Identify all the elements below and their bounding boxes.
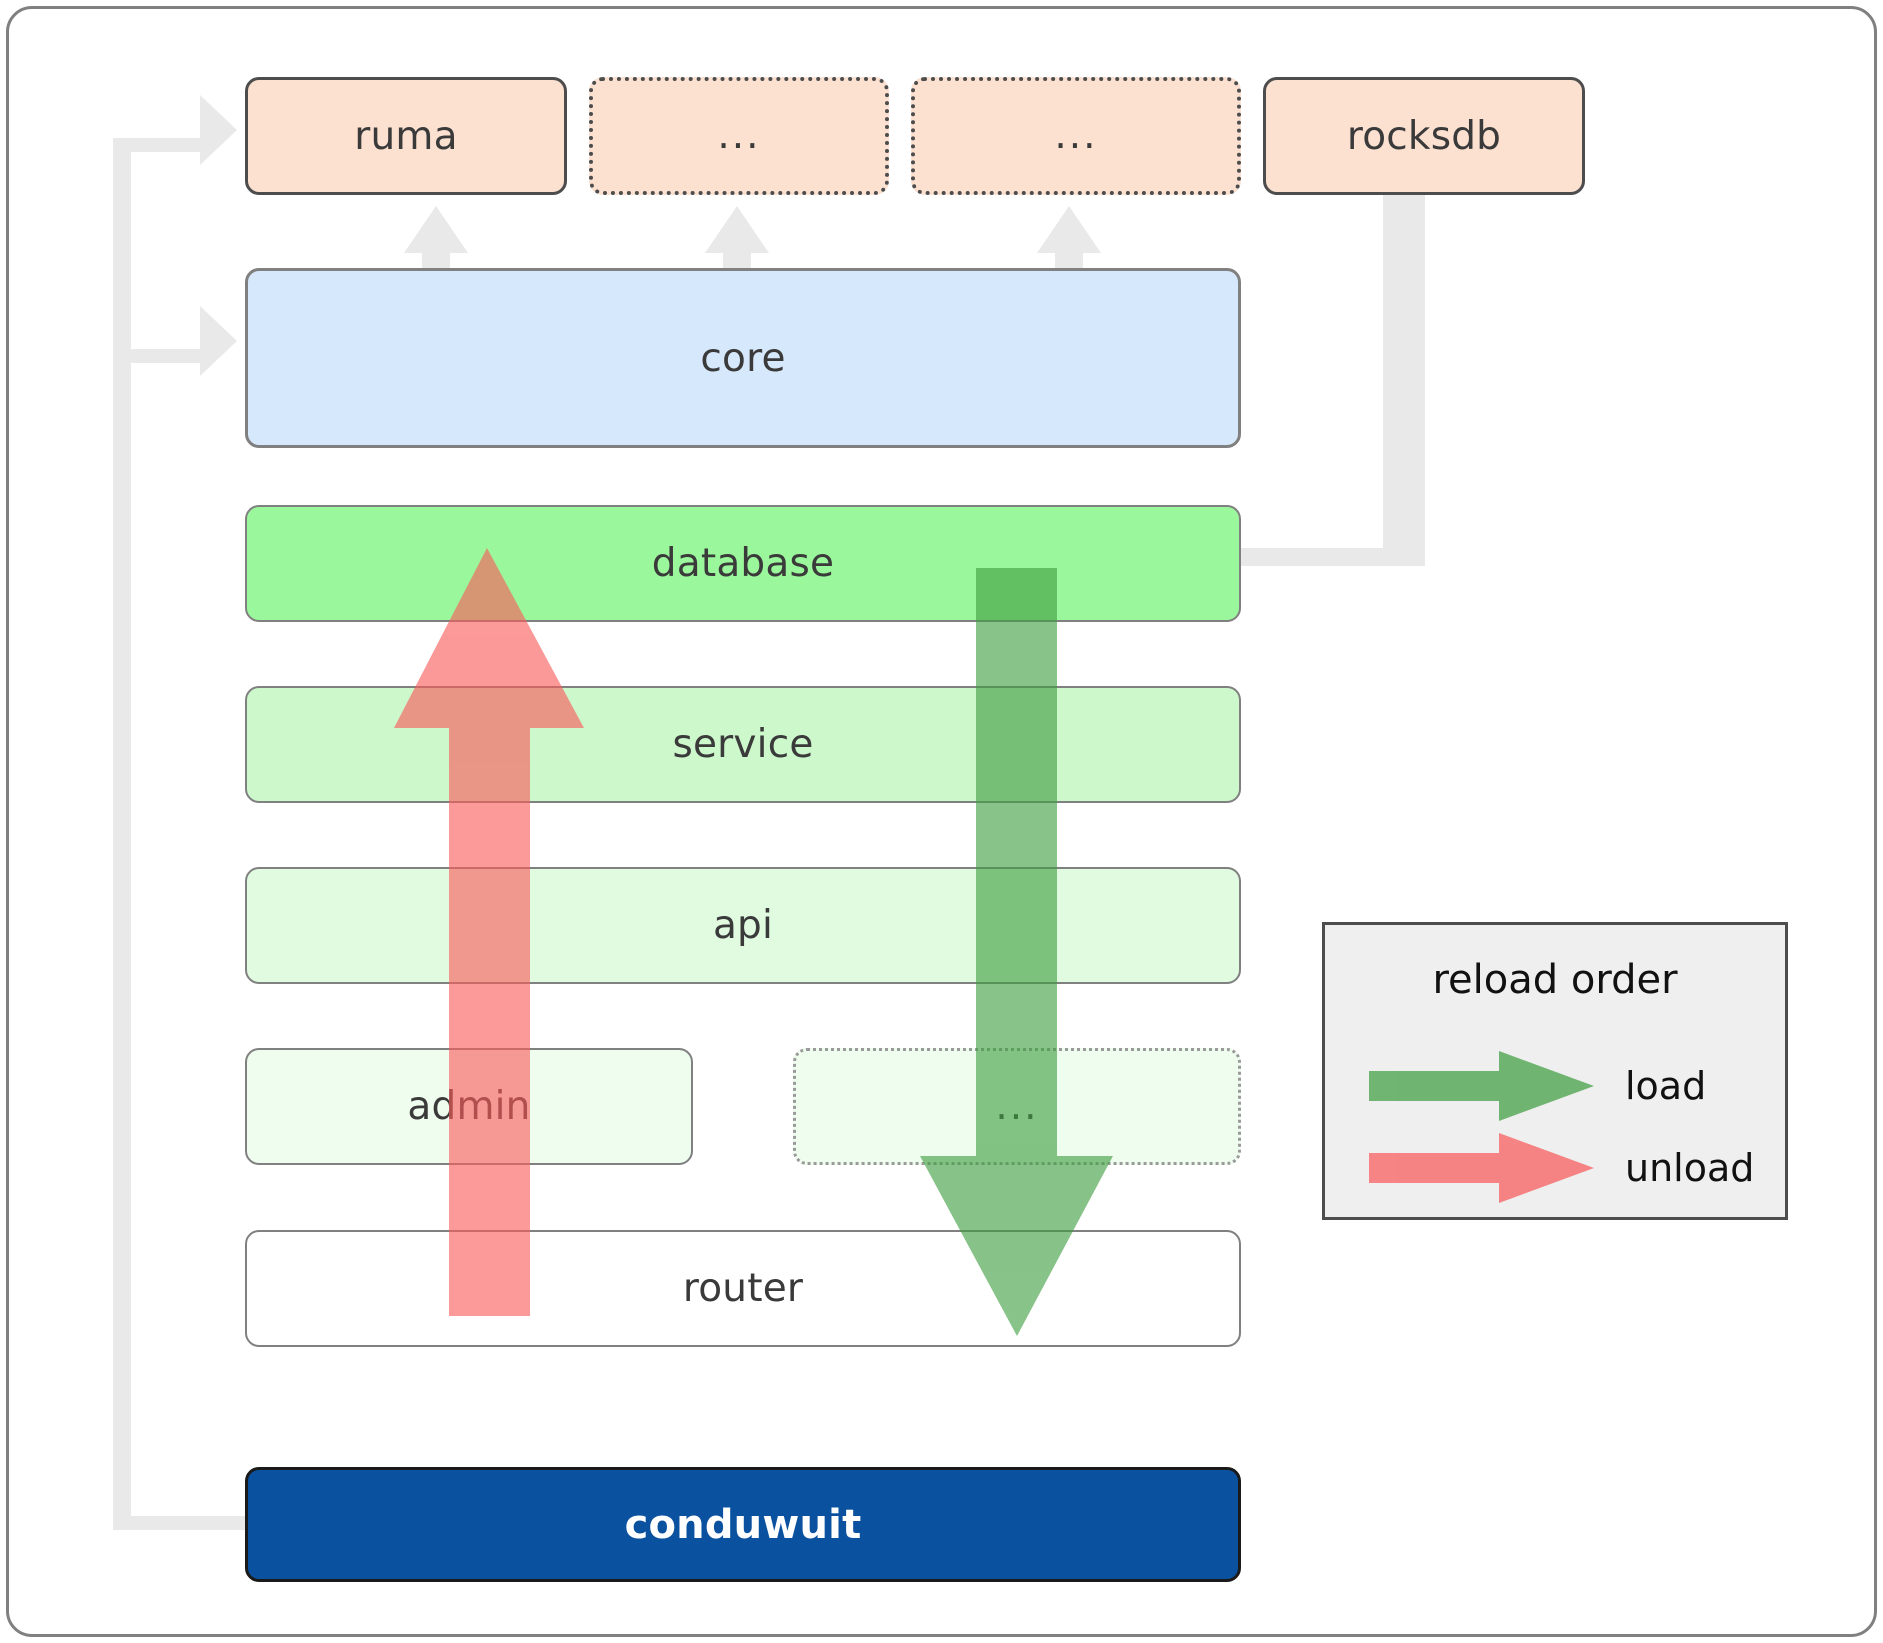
conduwuit-box[interactable]: conduwuit: [245, 1467, 1241, 1582]
legend-row-unload: unload: [1325, 1125, 1785, 1211]
legend-panel: reload order load unload: [1322, 922, 1788, 1220]
stack-box-api[interactable]: api: [245, 867, 1241, 984]
stack-label-service: service: [672, 722, 814, 767]
dependency-label-ruma: ruma: [354, 113, 458, 159]
dependency-box-ellipsis-2[interactable]: ...: [911, 77, 1241, 195]
legend-label-unload: unload: [1625, 1146, 1755, 1190]
stack-label-api: api: [712, 903, 774, 948]
conduwuit-label: conduwuit: [624, 1501, 862, 1548]
load-legend-icon: [1369, 1051, 1594, 1121]
dependency-box-ellipsis-1[interactable]: ...: [589, 77, 889, 195]
stack-label-database: database: [651, 541, 835, 586]
dependency-box-ruma[interactable]: ruma: [245, 77, 567, 195]
unload-legend-icon: [1369, 1133, 1594, 1203]
stack-label-router: router: [682, 1266, 804, 1311]
legend-row-load: load: [1325, 1043, 1785, 1129]
dependency-box-rocksdb[interactable]: rocksdb: [1263, 77, 1585, 195]
legend-label-load: load: [1625, 1064, 1707, 1108]
dependency-label-rocksdb: rocksdb: [1346, 113, 1502, 159]
core-box[interactable]: core: [245, 268, 1241, 448]
core-label: core: [700, 335, 786, 381]
legend-title: reload order: [1432, 957, 1678, 1003]
